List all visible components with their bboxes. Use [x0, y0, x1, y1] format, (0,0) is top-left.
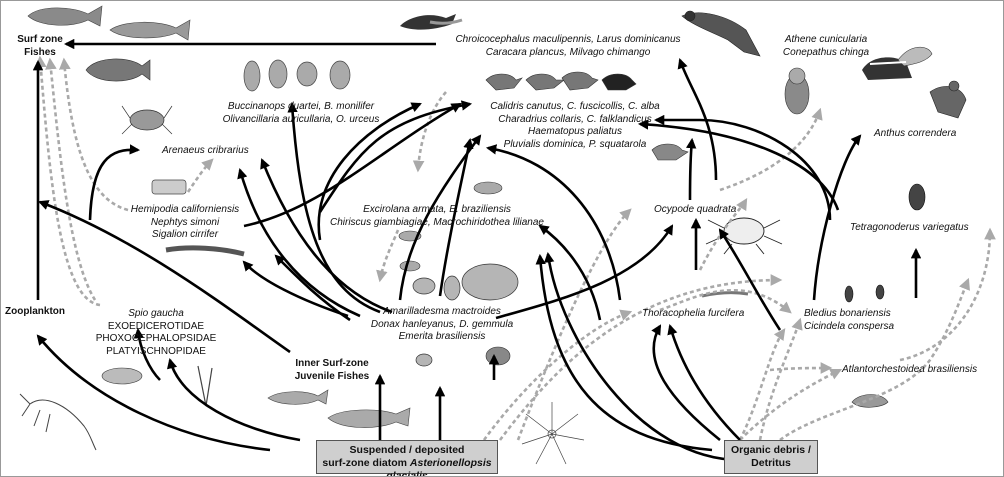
diatom-species-name: Asterionellopsis glacialis	[386, 457, 492, 477]
raptors-line: Caracara plancus, Milvago chimango	[485, 46, 651, 58]
bledius-line2: Cicindela conspersa	[804, 320, 895, 332]
beetle-icon	[844, 183, 926, 303]
bivalves-line1: Amarilladesma mactroides	[383, 306, 501, 317]
skunk-line: Conepathus chinga	[782, 46, 870, 58]
owl-skunk-label: Athene cunicularia Conepathus chinga	[770, 34, 882, 59]
detritus-line1: Organic debris /	[731, 444, 811, 456]
detritus-line2: Detritus	[751, 457, 791, 469]
isopod-icon	[398, 181, 503, 272]
isopods-line2: Chiriscus giambiagiae, Macrochiridothea …	[330, 216, 544, 228]
fish-icon	[109, 19, 191, 41]
juvenile-fishes-line1: Inner Surf-zone	[295, 358, 369, 369]
mole-crab-icon	[485, 346, 511, 366]
diatom-icon	[521, 402, 585, 465]
bivalves-line2: Donax hanleyanus, D. gemmula	[370, 318, 514, 330]
surf-zone-fishes-line2: Fishes	[24, 46, 56, 58]
diatom-source-box: Suspended / deposited surf-zone diatom A…	[316, 440, 498, 477]
shorebird-icon	[485, 71, 689, 161]
diatom-line2: surf-zone diatom Asterionellopsis glacia…	[317, 457, 497, 477]
shorebirds-label: Calidris canutus, C. fuscicollis, C. alb…	[470, 101, 680, 151]
diatom-line2-plain: surf-zone diatom	[322, 457, 410, 469]
shorebirds-line1: Calidris canutus, C. fuscicollis, C. alb…	[490, 101, 660, 112]
shorebirds-line2: Charadrius collaris, C. falklandicus	[498, 113, 652, 125]
anthus-label: Anthus correndera	[874, 128, 957, 139]
fish-icon	[27, 5, 103, 27]
skunk-icon	[862, 46, 933, 80]
spio-line3: PHOXOCEPHALOPSIDAE	[95, 333, 217, 344]
crab-icon	[121, 105, 173, 135]
polychaetes-line2: Nephtys simoni	[150, 216, 220, 228]
worm-icon	[151, 179, 749, 298]
arenaeus-label: Arenaeus cribrarius	[162, 145, 249, 156]
surf-zone-fishes-label: Surf zone Fishes	[12, 34, 68, 59]
ocypode-label: Ocypode quadrata	[654, 204, 737, 215]
spio-line2: EXOEDICEROTIDAE	[107, 320, 205, 332]
shorebirds-line4: Pluvialis dominica, P. squatarola	[503, 138, 647, 150]
spio-label: Spio gaucha EXOEDICEROTIDAE PHOXOCEPHALO…	[94, 308, 218, 358]
flatfish-icon	[85, 58, 151, 82]
atlantorchestoidea-label: Atlantorchestoidea brasiliensis	[842, 364, 978, 375]
clam-icon	[412, 263, 519, 367]
gull-icon	[400, 14, 463, 30]
zooplankton-label: Zooplankton	[5, 306, 65, 317]
molluscs-label: Buccinanops duartei, B. monilifer Olivan…	[198, 101, 404, 126]
gulls-line: Chroicocephalus maculipennis, Larus domi…	[455, 34, 681, 45]
bivalves-label: Amarilladesma mactroides Donax hanleyanu…	[364, 306, 520, 344]
molluscs-line1: Buccinanops duartei, B. monilifer	[227, 101, 375, 112]
gulls-raptors-label: Chroicocephalus maculipennis, Larus domi…	[438, 34, 698, 59]
shorebirds-line3: Haematopus paliatus	[528, 126, 622, 137]
dashed-trophic-links	[34, 55, 996, 442]
caracara-icon	[681, 10, 761, 57]
detritus-source-box: Organic debris / Detritus	[724, 440, 818, 474]
owl-icon	[784, 67, 810, 115]
isopods-label: Excirolana armata, E. braziliensis Chiri…	[318, 204, 556, 229]
tetragonoderus-label: Tetragonoderus variegatus	[850, 222, 969, 233]
spio-line4: PLATYISCHNOPIDAE	[106, 345, 206, 357]
solid-trophic-links	[32, 38, 922, 462]
juvenile-fishes-label: Inner Surf-zone Juvenile Fishes	[284, 358, 380, 383]
bledius-label: Bledius bonariensis Cicindela conspersa	[804, 308, 894, 333]
amphipod-icon	[101, 367, 889, 408]
polychaetes-label: Hemipodia californiensis Nephtys simoni …	[120, 204, 250, 242]
thoracophelia-label: Thoracophelia furcifera	[642, 308, 745, 319]
spio-line1: Spio gaucha	[128, 308, 184, 319]
bivalves-line3: Emerita brasiliensis	[398, 331, 486, 342]
surf-zone-fishes-line1: Surf zone	[17, 34, 63, 45]
juvenile-fishes-line2: Juvenile Fishes	[294, 370, 370, 382]
isopods-line1: Excirolana armata, E. braziliensis	[363, 204, 511, 215]
ghost-crab-icon	[705, 217, 783, 255]
fish-icon	[267, 389, 411, 428]
polychaetes-line3: Sigalion cirrifer	[151, 229, 219, 240]
diatom-line1: Suspended / deposited	[349, 444, 465, 456]
polychaetes-line1: Hemipodia californiensis	[130, 204, 240, 215]
snail-shell-icon	[243, 59, 351, 92]
molluscs-line2: Olivancillaria auricullaria, O. urceus	[222, 113, 380, 125]
owl-line: Athene cunicularia	[784, 34, 868, 45]
bledius-line1: Bledius bonariensis	[804, 308, 891, 319]
meadowlark-icon	[929, 80, 967, 119]
